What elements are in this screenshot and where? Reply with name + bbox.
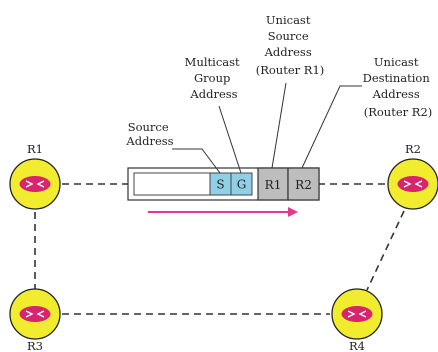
- router-icon: [331, 288, 383, 340]
- unicast-source-field-label: R1: [265, 178, 282, 192]
- packet-payload: [133, 172, 211, 196]
- router-r4-label: R4: [349, 339, 365, 352]
- unicast-source-address-callout: Unicast Source Address (Router R1): [256, 13, 325, 77]
- router-r3-label: R3: [27, 339, 43, 352]
- group-field: [230, 172, 253, 196]
- source-field-label: S: [216, 178, 224, 192]
- source-address-leader: [172, 148, 221, 174]
- unicast-destination-leader: [301, 85, 362, 169]
- tunneled-packet: S G R1 R2: [127, 167, 320, 201]
- network-links: [34, 183, 405, 315]
- group-address-leader: [218, 105, 242, 174]
- router-icon: [9, 158, 61, 210]
- router-r2: R2: [387, 142, 438, 210]
- multicast-group-address-callout: Multicast Group Address: [185, 55, 244, 101]
- router-icon: [387, 158, 438, 210]
- unicast-destination-field: [287, 167, 320, 201]
- unicast-destination-address-callout: Unicast Destination Address (Router R2): [363, 55, 434, 119]
- router-r2-label: R2: [405, 142, 421, 156]
- source-address-callout: Source Address: [125, 120, 173, 148]
- arrow-right-icon: [148, 207, 298, 217]
- unicast-source-leader: [271, 82, 287, 169]
- router-r4: R4: [331, 288, 383, 352]
- router-r1: R1: [9, 142, 61, 210]
- router-icon: [9, 288, 61, 340]
- unicast-destination-field-label: R2: [295, 178, 312, 192]
- unicast-source-field: [257, 167, 289, 201]
- router-r1-label: R1: [27, 142, 43, 156]
- callout-lines: [172, 82, 362, 174]
- link-r2-r4: [366, 210, 405, 291]
- router-r3: R3: [9, 288, 61, 352]
- group-field-label: G: [237, 178, 247, 192]
